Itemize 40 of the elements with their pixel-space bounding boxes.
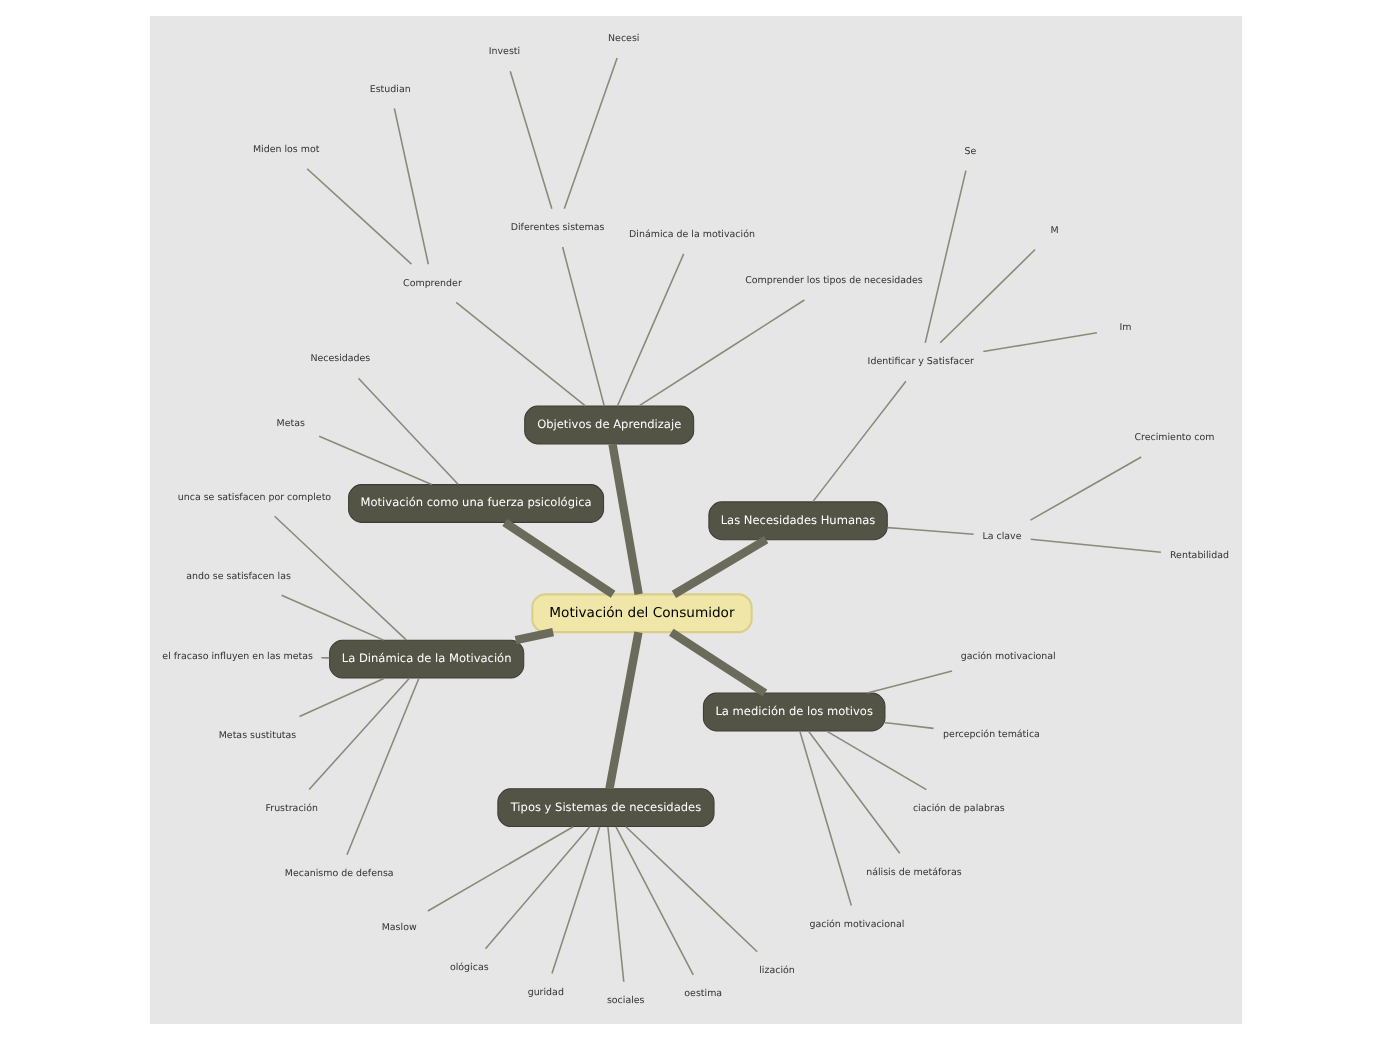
- connector: [346, 677, 420, 856]
- connector: [273, 515, 407, 641]
- connector: [605, 631, 643, 790]
- connector: [318, 435, 433, 486]
- connector: [625, 825, 758, 953]
- connector: [825, 730, 928, 791]
- connector: [514, 628, 554, 645]
- connector: [551, 826, 601, 975]
- connector: [357, 377, 459, 486]
- connector: [427, 825, 574, 912]
- connector: [320, 657, 331, 659]
- connector: [502, 518, 616, 598]
- connector: [939, 248, 1036, 344]
- connector: [306, 167, 413, 265]
- connector: [455, 301, 587, 407]
- connector: [308, 677, 411, 791]
- connector: [671, 536, 769, 598]
- connector: [1029, 538, 1162, 553]
- connector: [561, 246, 606, 407]
- connector: [982, 331, 1098, 353]
- connector: [616, 253, 685, 407]
- connector: [608, 443, 643, 595]
- connector: [638, 299, 806, 407]
- connector: [615, 826, 695, 976]
- connector: [866, 670, 953, 694]
- connector: [393, 107, 430, 266]
- connector: [607, 826, 625, 983]
- connector: [298, 677, 386, 718]
- connector: [669, 628, 768, 697]
- connector: [812, 380, 907, 503]
- connector: [924, 169, 967, 344]
- connector: [799, 730, 853, 907]
- connector: [484, 825, 591, 950]
- connector: [1029, 456, 1142, 521]
- connector: [884, 721, 935, 730]
- connector: [280, 594, 385, 641]
- connector: [509, 70, 553, 210]
- connector: [563, 57, 618, 210]
- connector: [807, 730, 901, 855]
- connector: [886, 526, 975, 535]
